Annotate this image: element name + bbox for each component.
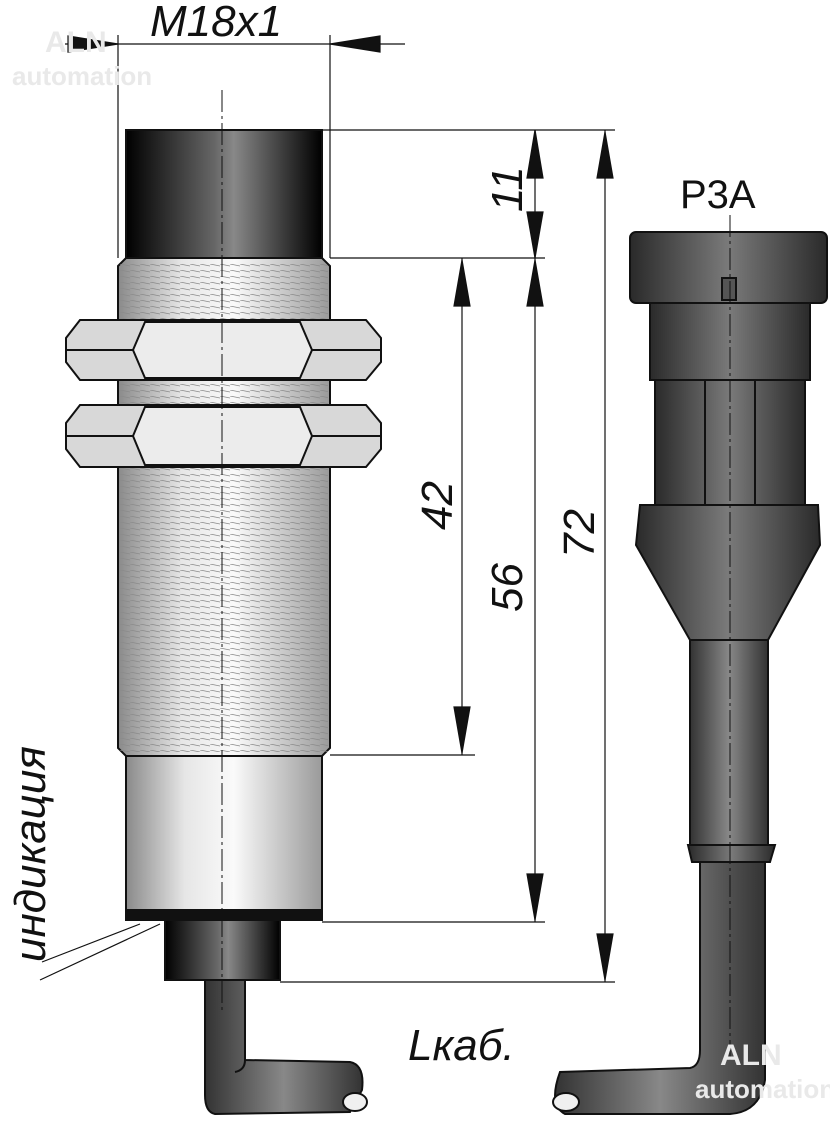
indicator-ring [125, 909, 323, 921]
watermark: ALN automation ALN automation [12, 26, 830, 1104]
sensing-cap [125, 129, 323, 259]
thread-length-dimension: 42 [413, 481, 462, 530]
cable-length-label: Lкаб. [408, 1021, 515, 1070]
dimension-lines [39, 35, 615, 983]
watermark-text: automation [695, 1074, 830, 1104]
nut [65, 404, 382, 468]
nut [65, 319, 382, 381]
connector-type-label: P3A [680, 173, 756, 217]
sensor-body [65, 129, 382, 1116]
body-length-dimension: 56 [483, 563, 532, 612]
cable [204, 977, 364, 1116]
watermark-text: automation [12, 61, 152, 91]
housing [125, 755, 323, 913]
indication-label: индикация [6, 746, 55, 962]
watermark-text: ALN [720, 1039, 782, 1072]
cap-length-dimension: 11 [483, 166, 532, 212]
watermark-text: ALN [45, 26, 107, 59]
total-length-dimension: 72 [555, 509, 604, 558]
thread-dimension: M18x1 [150, 0, 282, 46]
